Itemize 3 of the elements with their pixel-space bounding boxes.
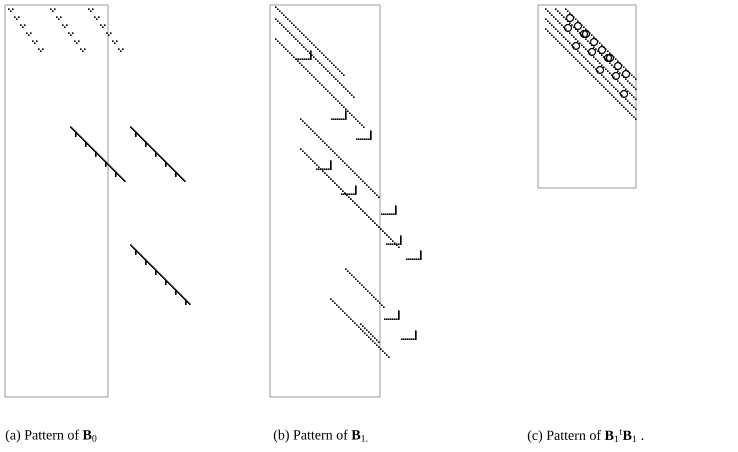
caption: (a) Pattern of B$_{0}$	[6, 430, 96, 442]
caption: (c) Pattern of B$_{1}$$^{t}$B$_{1}$ .	[528, 429, 644, 443]
caption: (b) Pattern of B$_{1.}$	[274, 430, 368, 442]
